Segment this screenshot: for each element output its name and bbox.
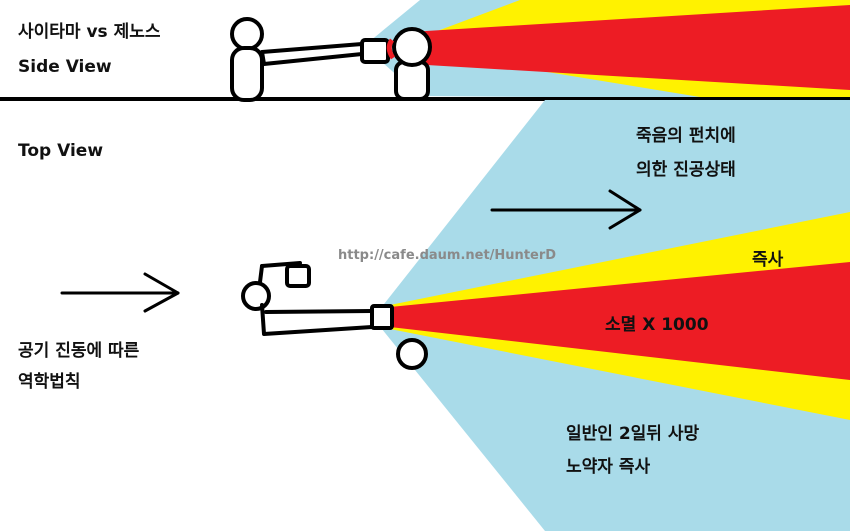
normal-person-line2: 노약자 즉사 xyxy=(566,457,651,477)
vacuum-label-line2: 의한 진공상태 xyxy=(636,160,736,180)
instant-death-label: 즉사 xyxy=(752,250,784,270)
side-impact-mark xyxy=(386,38,396,60)
saitama-side-figure xyxy=(230,17,390,102)
normal-person-line1: 일반인 2일뒤 사망 xyxy=(566,424,700,444)
air-vibration-line1: 공기 진동에 따른 xyxy=(18,341,140,361)
genos-side-figure xyxy=(392,27,432,101)
right-arrow-icon xyxy=(490,189,642,230)
genos-top-figure xyxy=(396,338,428,370)
air-vibration-line2: 역학법칙 xyxy=(18,372,81,392)
top-view-panel xyxy=(60,100,850,531)
watermark-url: http://cafe.daum.net/HunterD xyxy=(338,248,557,263)
right-arrow-icon xyxy=(60,272,180,313)
vacuum-label-line1: 죽음의 펀치에 xyxy=(636,126,736,146)
title-label: 사이타마 vs 제노스 xyxy=(18,22,161,42)
saitama-top-figure xyxy=(241,261,394,336)
side-view-panel xyxy=(0,0,850,102)
annihilation-label: 소멸 X 1000 xyxy=(605,315,709,335)
top-blast-red-core xyxy=(390,262,850,380)
side-blast-red-core xyxy=(410,5,850,90)
top-view-label: Top View xyxy=(18,141,104,161)
side-view-label: Side View xyxy=(18,57,112,77)
